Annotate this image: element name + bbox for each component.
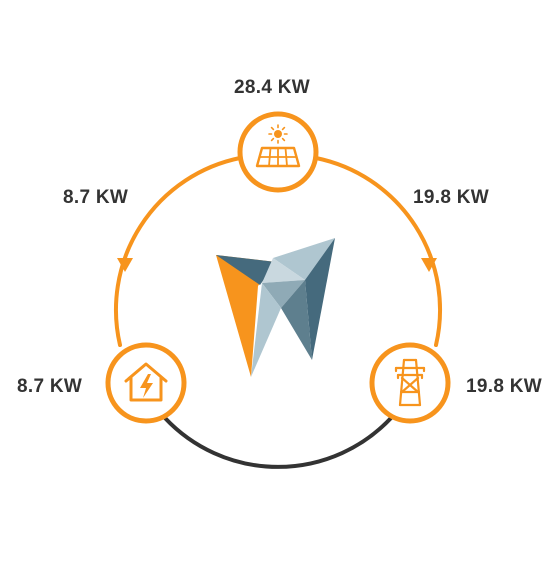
flow-line-solar-to-home [114, 156, 242, 347]
home-node[interactable] [105, 342, 187, 424]
solar-to-grid-power-value: 19.8 KW [413, 187, 490, 208]
house-lightning-icon [124, 362, 168, 402]
flow-line-solar-to-grid [314, 156, 442, 347]
transmission-tower-icon [394, 358, 426, 407]
solar-node[interactable] [237, 111, 319, 193]
home-power-value: 8.7 KW [17, 376, 83, 397]
arrow-down-right-icon [421, 258, 437, 272]
solar-panel-icon [255, 124, 301, 168]
grid-node[interactable] [369, 342, 451, 424]
flow-line-home-to-grid [163, 416, 393, 469]
grid-power-value: 19.8 KW [466, 376, 543, 397]
brand-logo-icon [216, 238, 335, 377]
arrow-down-left-icon [117, 258, 133, 272]
solar-to-home-power-value: 8.7 KW [63, 187, 129, 208]
solar-power-value: 28.4 KW [234, 77, 311, 98]
